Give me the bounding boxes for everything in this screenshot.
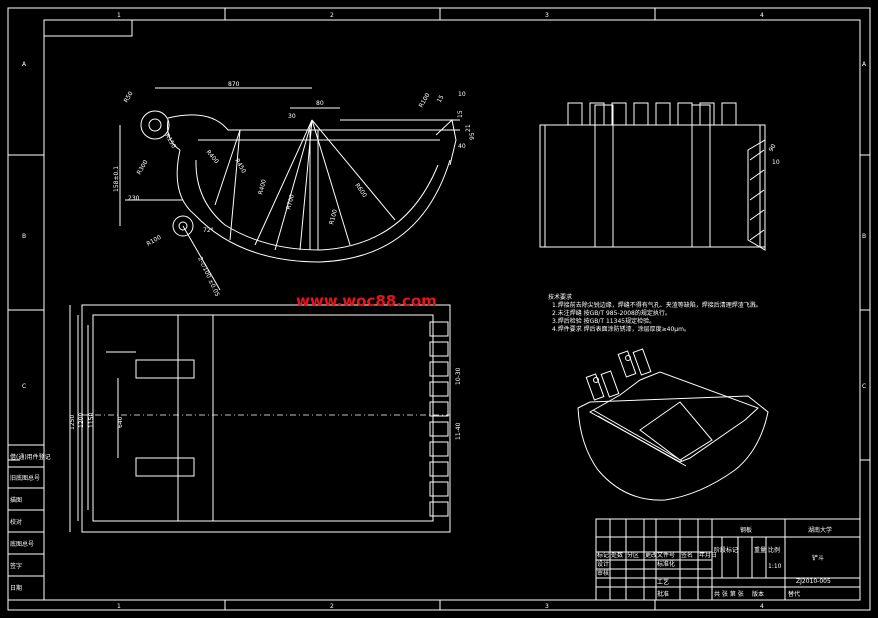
- title-role-2: 审核: [597, 569, 609, 577]
- outer-frame: [7, 7, 871, 611]
- front-profile-view: 870 80 30 10 R50 R400 R400 R700 R600 R30…: [113, 81, 476, 298]
- note-line-2: 2.未注焊缝 按GB/T 985-2008的规定执行。: [552, 309, 671, 317]
- dim-870: 870: [228, 81, 240, 88]
- dim-230: 95: [469, 132, 476, 140]
- dim-30: 30: [288, 113, 296, 120]
- row-label-left-a: A: [22, 61, 27, 68]
- col-label-bottom-3: 3: [545, 603, 549, 610]
- inner-frame: [43, 19, 861, 601]
- dim-546: 158±0.1: [113, 166, 120, 192]
- left-panel-text-4: 校对: [10, 518, 22, 526]
- title-role-4: 工艺: [657, 578, 669, 586]
- dim-1150: 1150: [88, 413, 95, 428]
- dim-side-90: 90: [768, 143, 778, 153]
- dim-r400-a: R400: [204, 149, 220, 166]
- dim-40: 21: [465, 124, 472, 132]
- row-label-right-a: A: [862, 61, 867, 68]
- dim-95: 40: [458, 143, 466, 150]
- title-block: [595, 518, 861, 601]
- corner-box: [43, 19, 133, 37]
- dim-1200: 1200: [78, 413, 85, 428]
- dim-2-100: 2-∅100 ±0.05: [196, 256, 221, 298]
- dim-r50: R50: [123, 90, 135, 104]
- row-label-right-c: C: [862, 383, 866, 390]
- dim-r300: R300: [136, 159, 150, 176]
- title-hdr-2: 处数: [611, 551, 623, 559]
- note-line-4: 4.焊件要求 焊后表面涂防锈漆，涂层厚度≥40μm。: [552, 325, 690, 333]
- col-label-bottom-1: 1: [117, 603, 121, 610]
- dim-10-30: 10-30: [455, 367, 462, 385]
- dim-15-a: R100: [418, 92, 432, 109]
- side-view: 90 10: [539, 102, 780, 251]
- watermark-text: www.woc88.com: [296, 292, 437, 310]
- row-label-left-b: B: [22, 233, 26, 240]
- dim-r150: R150: [163, 133, 177, 150]
- left-panel-text-1: 借(通)用件登记: [10, 453, 51, 461]
- left-panel-text-3: 描图: [10, 496, 22, 504]
- left-registration-panel: 借(通)用件登记 旧底图总号 描图 校对 底图总号 签字 日期: [7, 444, 51, 601]
- dim-r100-b: R100: [146, 234, 163, 248]
- dim-10: 10: [458, 91, 466, 98]
- col-label-top-4: 4: [760, 12, 764, 19]
- dim-640: 640: [117, 416, 124, 428]
- title-col-2: 重量: [754, 546, 766, 554]
- title-hdr-3: 分区: [627, 551, 639, 559]
- title-role-1: 设计: [597, 560, 609, 568]
- col-label-bottom-2: 2: [330, 603, 334, 610]
- title-col-3: 比例: [768, 546, 780, 554]
- title-role-5: 批准: [657, 590, 669, 598]
- dim-r450: R450: [233, 158, 247, 175]
- dim-1250: 1250: [69, 415, 76, 430]
- dim-158: 230: [128, 195, 140, 202]
- title-role-3: 标准化: [657, 560, 675, 568]
- left-panel-text-2: 旧底图总号: [10, 474, 40, 482]
- dim-80: 80: [316, 100, 324, 107]
- col-label-top-1: 1: [117, 12, 121, 19]
- title-hdr-6: 年月日: [699, 551, 717, 559]
- dim-r700: R700: [285, 193, 296, 210]
- title-col-1: 阶段标记: [714, 546, 738, 554]
- title-hdr-5: 签名: [681, 551, 693, 559]
- dim-72deg: 72°: [203, 227, 214, 234]
- col-label-top-3: 3: [545, 12, 549, 19]
- left-panel-text-7: 日期: [10, 584, 22, 592]
- dim-r400-b: R400: [257, 178, 268, 195]
- title-sheet: 共 张 第 张: [714, 590, 744, 598]
- left-panel-text-6: 签字: [10, 562, 22, 570]
- dim-15-b: 15: [436, 94, 446, 104]
- title-hdr-4: 更改文件号: [645, 551, 675, 559]
- row-label-left-c: C: [22, 383, 26, 390]
- dim-r100-a: R100: [328, 208, 339, 225]
- note-line-1: 1.焊接前去除尖锐边缘，焊缝不得有气孔、夹渣等缺陷，焊接后清理焊渣飞溅。: [552, 301, 762, 309]
- title-drawing-no: ZJ2010-005: [796, 578, 831, 585]
- title-scale: 1:10: [768, 563, 782, 570]
- left-panel-text-5: 底图总号: [10, 540, 34, 548]
- col-label-top-2: 2: [330, 12, 334, 19]
- isometric-view: [577, 348, 769, 501]
- title-material: 钢板: [740, 526, 752, 534]
- notes-title: 技术要求: [548, 293, 572, 301]
- title-version: 版本: [752, 590, 764, 598]
- dim-side-10: 10: [772, 159, 780, 166]
- col-label-bottom-4: 4: [760, 603, 764, 610]
- dim-11-40: 11-40: [455, 422, 462, 440]
- dim-21: 15: [457, 110, 464, 118]
- technical-notes: 技术要求 1.焊接前去除尖锐边缘，焊缝不得有气孔、夹渣等缺陷，焊接后清理焊渣飞溅…: [548, 293, 762, 333]
- title-hdr-1: 标记: [597, 551, 609, 559]
- title-replace: 替代: [788, 590, 800, 598]
- title-part-name: 铲斗: [812, 554, 824, 562]
- row-label-right-b: B: [862, 233, 866, 240]
- note-line-3: 3.焊后检验 按GB/T 11345规定检验。: [552, 317, 655, 325]
- title-company: 湖南大学: [808, 526, 832, 534]
- plan-view: 1250 1200 1150 640 10-30 11-40: [69, 304, 462, 533]
